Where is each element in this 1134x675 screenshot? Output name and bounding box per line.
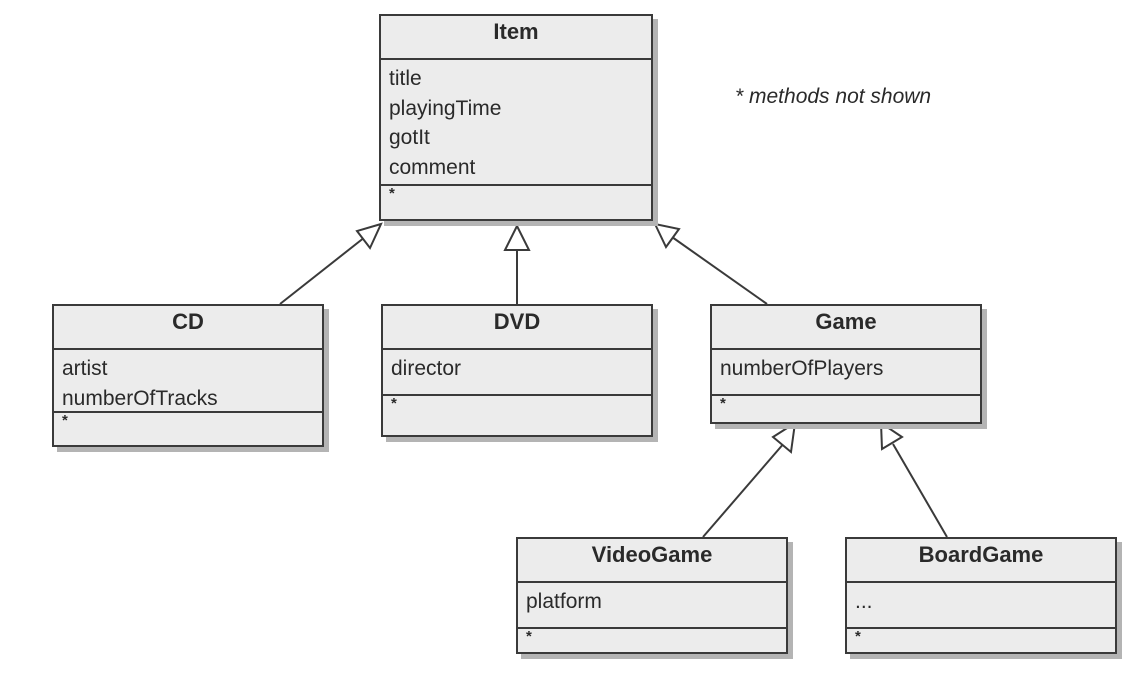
class-game: Game numberOfPlayers * bbox=[710, 304, 982, 424]
class-cd: CD artist numberOfTracks * bbox=[52, 304, 324, 447]
class-name: CD bbox=[54, 306, 322, 350]
method-compartment: * bbox=[855, 628, 861, 645]
game-inherits-item-line bbox=[671, 236, 768, 305]
attribute: gotIt bbox=[389, 126, 430, 149]
attribute-compartment: artist numberOfTracks bbox=[54, 350, 322, 413]
attribute: artist bbox=[62, 357, 108, 380]
class-dvd: DVD director * bbox=[381, 304, 653, 437]
attribute: title bbox=[389, 67, 422, 90]
method-compartment: * bbox=[62, 412, 68, 429]
method-compartment: * bbox=[389, 185, 395, 202]
method-compartment: * bbox=[720, 395, 726, 412]
class-videogame: VideoGame platform * bbox=[516, 537, 788, 654]
attribute: numberOfTracks bbox=[62, 386, 218, 410]
class-name: Item bbox=[381, 16, 651, 60]
cd-inheritance-arrowhead bbox=[355, 222, 383, 250]
cd-inherits-item-line bbox=[279, 236, 366, 305]
class-item: Item title playingTime gotIt comment * bbox=[379, 14, 653, 221]
class-name: Game bbox=[712, 306, 980, 350]
methods-not-shown-note: * methods not shown bbox=[735, 85, 932, 108]
attribute-compartment: numberOfPlayers bbox=[712, 350, 980, 396]
attribute-compartment: platform bbox=[518, 583, 786, 629]
boardgame-inheritance-arrowhead bbox=[879, 421, 904, 451]
class-name: BoardGame bbox=[847, 539, 1115, 583]
attribute: numberOfPlayers bbox=[720, 357, 884, 380]
videogame-inherits-game-line bbox=[702, 441, 786, 538]
game-inheritance-arrowhead bbox=[653, 222, 681, 249]
class-name: DVD bbox=[383, 306, 651, 350]
attribute: platform bbox=[526, 590, 602, 613]
boardgame-inherits-game-line bbox=[892, 443, 948, 538]
attribute-compartment: ... bbox=[847, 583, 1115, 629]
attribute: playingTime bbox=[389, 96, 502, 120]
attribute: comment bbox=[389, 155, 476, 179]
attribute-compartment: title playingTime gotIt comment bbox=[381, 60, 651, 186]
dvd-inheritance-arrowhead bbox=[503, 223, 531, 251]
attribute: ... bbox=[855, 590, 873, 613]
videogame-inheritance-arrowhead bbox=[771, 420, 797, 454]
class-boardgame: BoardGame ... * bbox=[845, 537, 1117, 654]
method-compartment: * bbox=[391, 395, 397, 412]
attribute: director bbox=[391, 357, 462, 380]
method-compartment: * bbox=[526, 628, 532, 645]
class-name: VideoGame bbox=[518, 539, 786, 583]
attribute-compartment: director bbox=[383, 350, 651, 396]
